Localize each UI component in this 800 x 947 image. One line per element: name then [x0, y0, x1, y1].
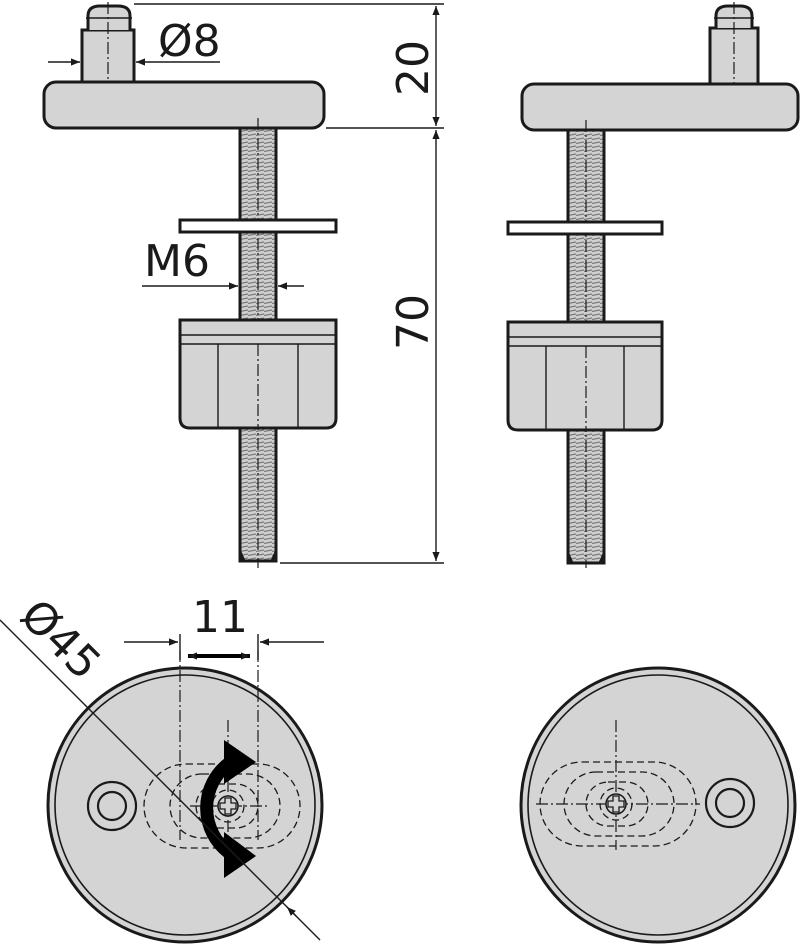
head-left	[42, 80, 326, 130]
nut-left	[178, 318, 338, 430]
dimension-thread: M6	[142, 236, 304, 290]
top-view-right	[519, 666, 797, 944]
dimension-label-head-height: 20	[388, 40, 439, 96]
dimension-height-vertical: 20 70	[134, 3, 444, 564]
phillips-screw-icon-right	[605, 793, 627, 815]
nut-right	[506, 320, 664, 432]
dimension-label-pin-diameter: Ø8	[158, 16, 221, 67]
head-right	[520, 82, 800, 132]
fixing-hole-right	[704, 777, 756, 829]
pin-right	[708, 2, 760, 88]
dimension-pin-diameter: Ø8	[48, 16, 221, 67]
side-view-right	[506, 2, 800, 568]
dimension-slot-offset: 11	[124, 592, 324, 660]
dimension-label-thread: M6	[144, 236, 210, 287]
fixing-hole-left	[86, 780, 138, 832]
dimension-label-slot-offset: 11	[192, 592, 248, 643]
pin-left	[80, 2, 136, 88]
top-view-left: Ø45 11	[0, 590, 324, 944]
phillips-screw-icon	[217, 795, 239, 817]
side-view-left	[42, 2, 338, 568]
dimension-label-plate-diameter: Ø45	[10, 590, 110, 690]
dimension-label-bolt-length: 70	[388, 294, 439, 350]
washer-right	[506, 220, 664, 236]
rotation-arrow-icon	[200, 740, 256, 878]
washer-left	[178, 218, 338, 234]
